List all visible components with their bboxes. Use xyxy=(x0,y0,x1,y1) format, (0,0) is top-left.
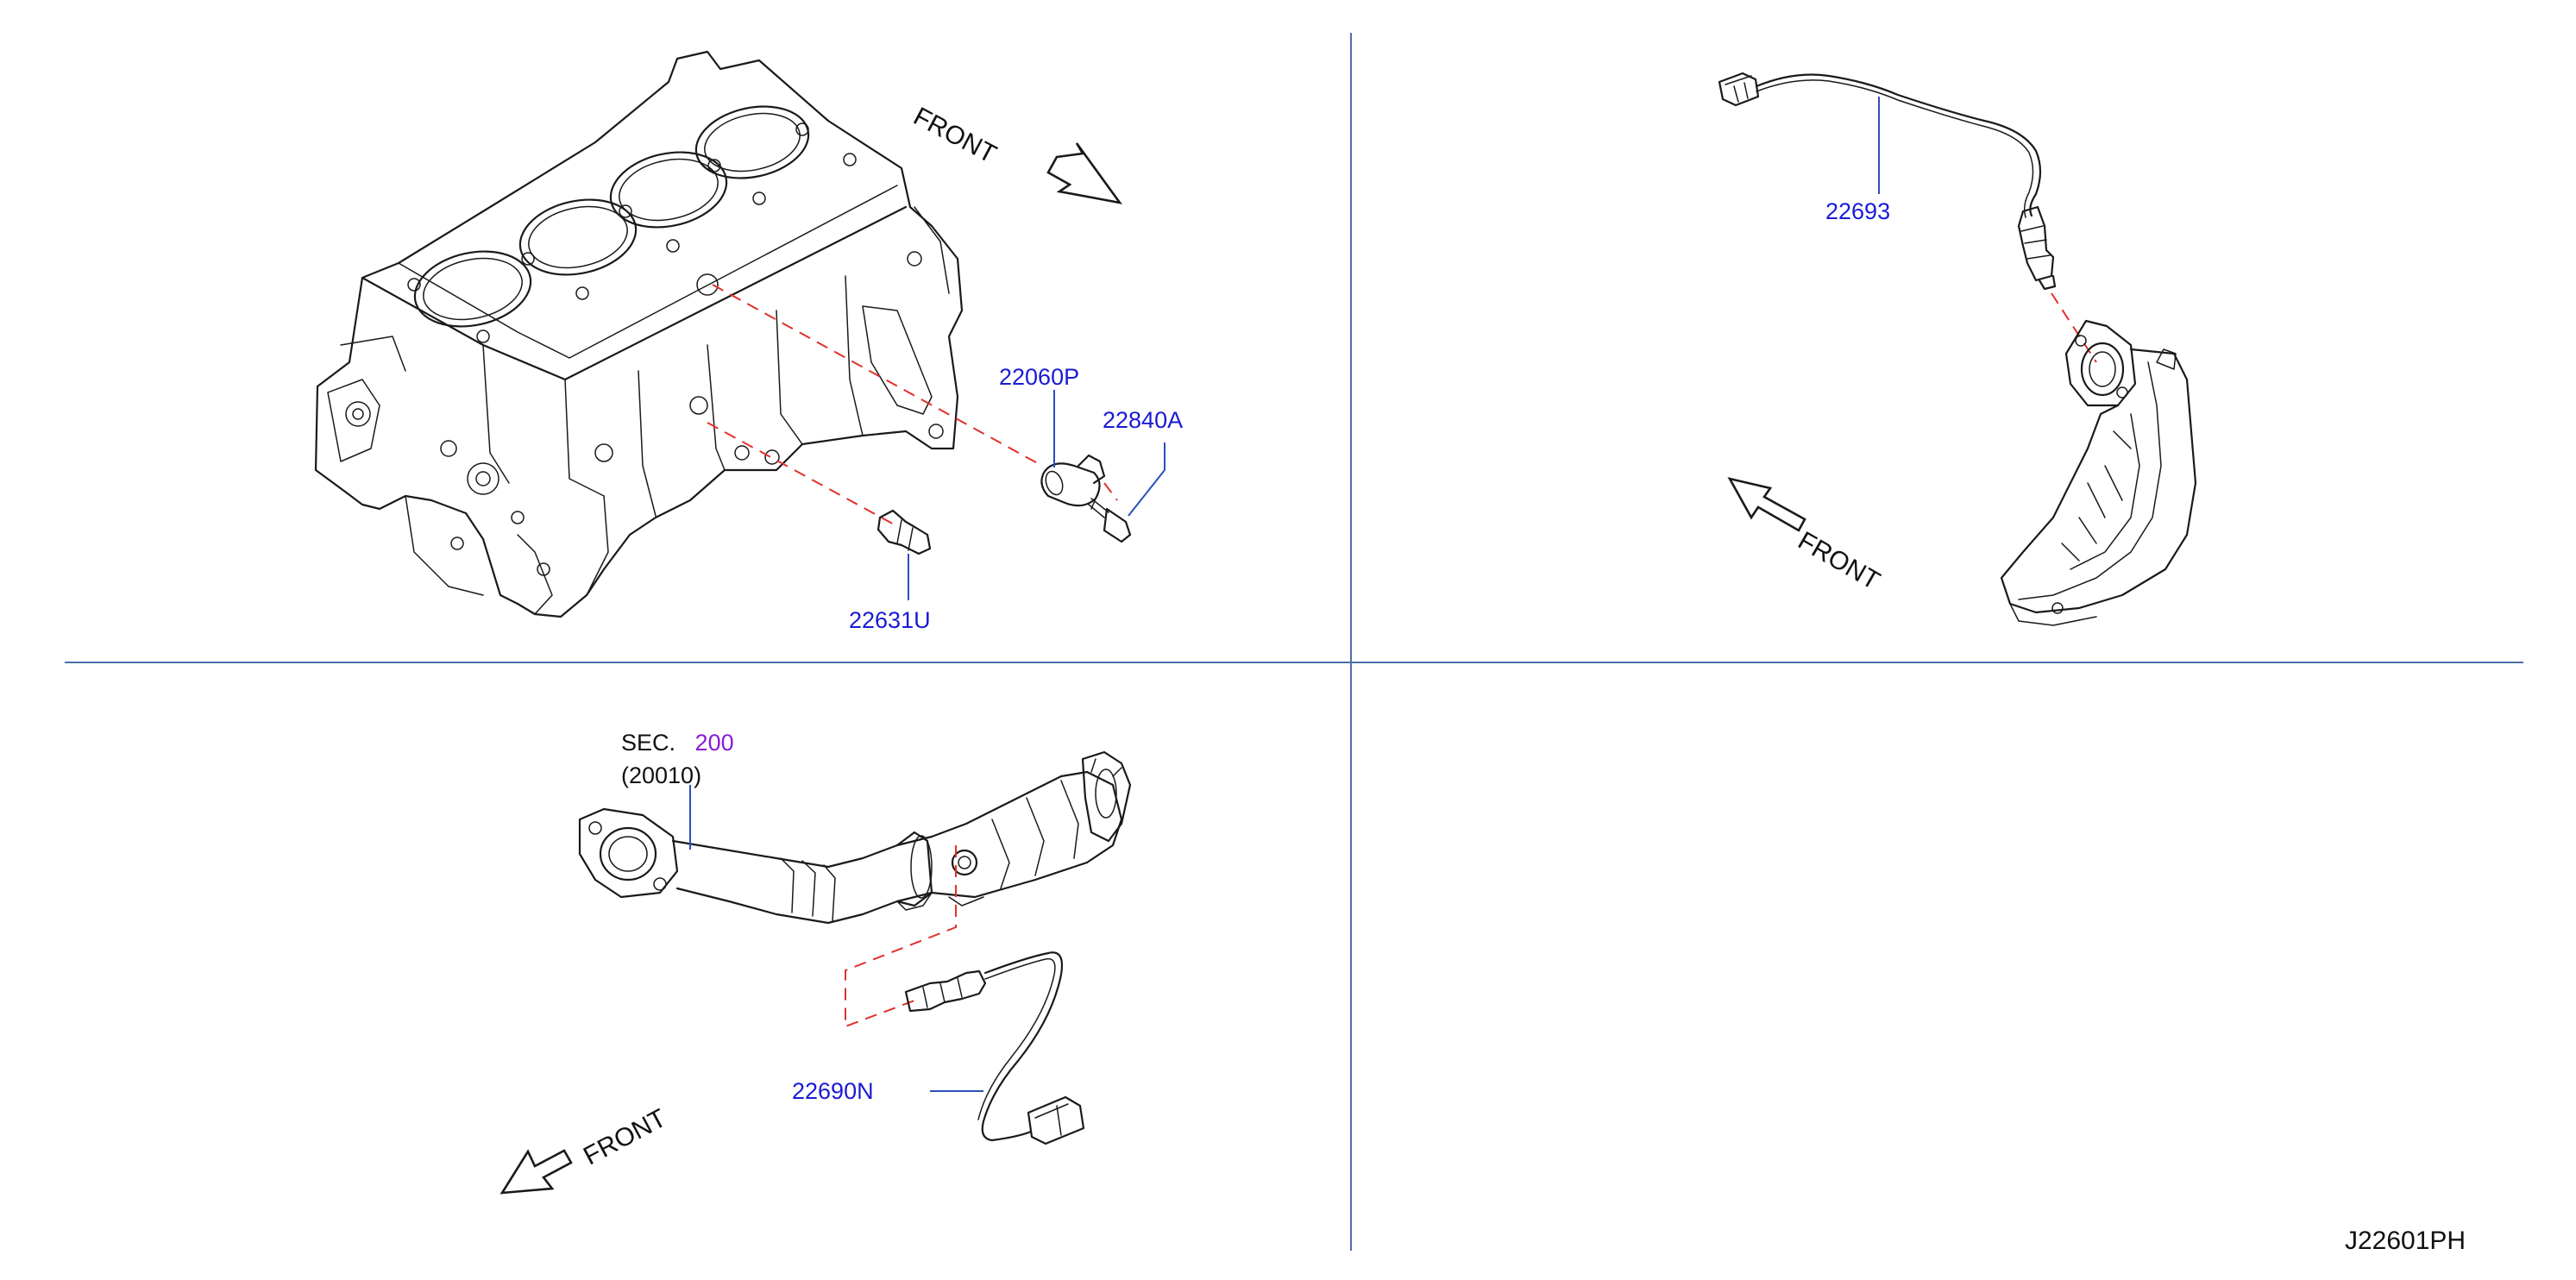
front-arrow-top-right xyxy=(1727,477,1806,532)
heated-oxygen-sensor[interactable] xyxy=(904,951,1085,1145)
part-number-22631U[interactable]: 22631U xyxy=(849,607,931,633)
front-arrow-bottom-left xyxy=(499,1149,573,1195)
cylinder-bores xyxy=(413,105,810,328)
section-label: SEC. 200 xyxy=(621,731,734,755)
engine-block xyxy=(314,50,964,618)
guide-o2-sensor xyxy=(845,845,957,1028)
front-arrow-top-left xyxy=(1046,142,1122,204)
section-reference: (20010) xyxy=(621,762,702,788)
leader-22840A xyxy=(1128,442,1165,517)
guide-af-sensor xyxy=(2051,292,2097,363)
air-fuel-ratio-sensor[interactable] xyxy=(1718,72,2057,291)
guide-knock-sensor xyxy=(712,284,1043,467)
knock-sensor[interactable] xyxy=(1040,454,1106,507)
guide-temp-sensor xyxy=(707,422,898,527)
exhaust-front-tube-catalyst xyxy=(578,750,1132,925)
section-number-link[interactable]: 200 xyxy=(694,730,734,756)
guide-bolt xyxy=(1103,482,1118,501)
coolant-temp-sensor[interactable] xyxy=(876,509,932,555)
section-prefix: SEC. xyxy=(621,730,676,756)
exhaust-manifold-catalyst xyxy=(2000,319,2197,626)
part-number-22693[interactable]: 22693 xyxy=(1825,198,1891,224)
knock-sensor-bolt[interactable] xyxy=(1088,498,1132,543)
part-number-22840A[interactable]: 22840A xyxy=(1103,407,1184,433)
diagram-code: J22601PH xyxy=(2345,1227,2466,1255)
part-number-22690N[interactable]: 22690N xyxy=(792,1078,874,1104)
part-number-22060P[interactable]: 22060P xyxy=(999,364,1080,390)
